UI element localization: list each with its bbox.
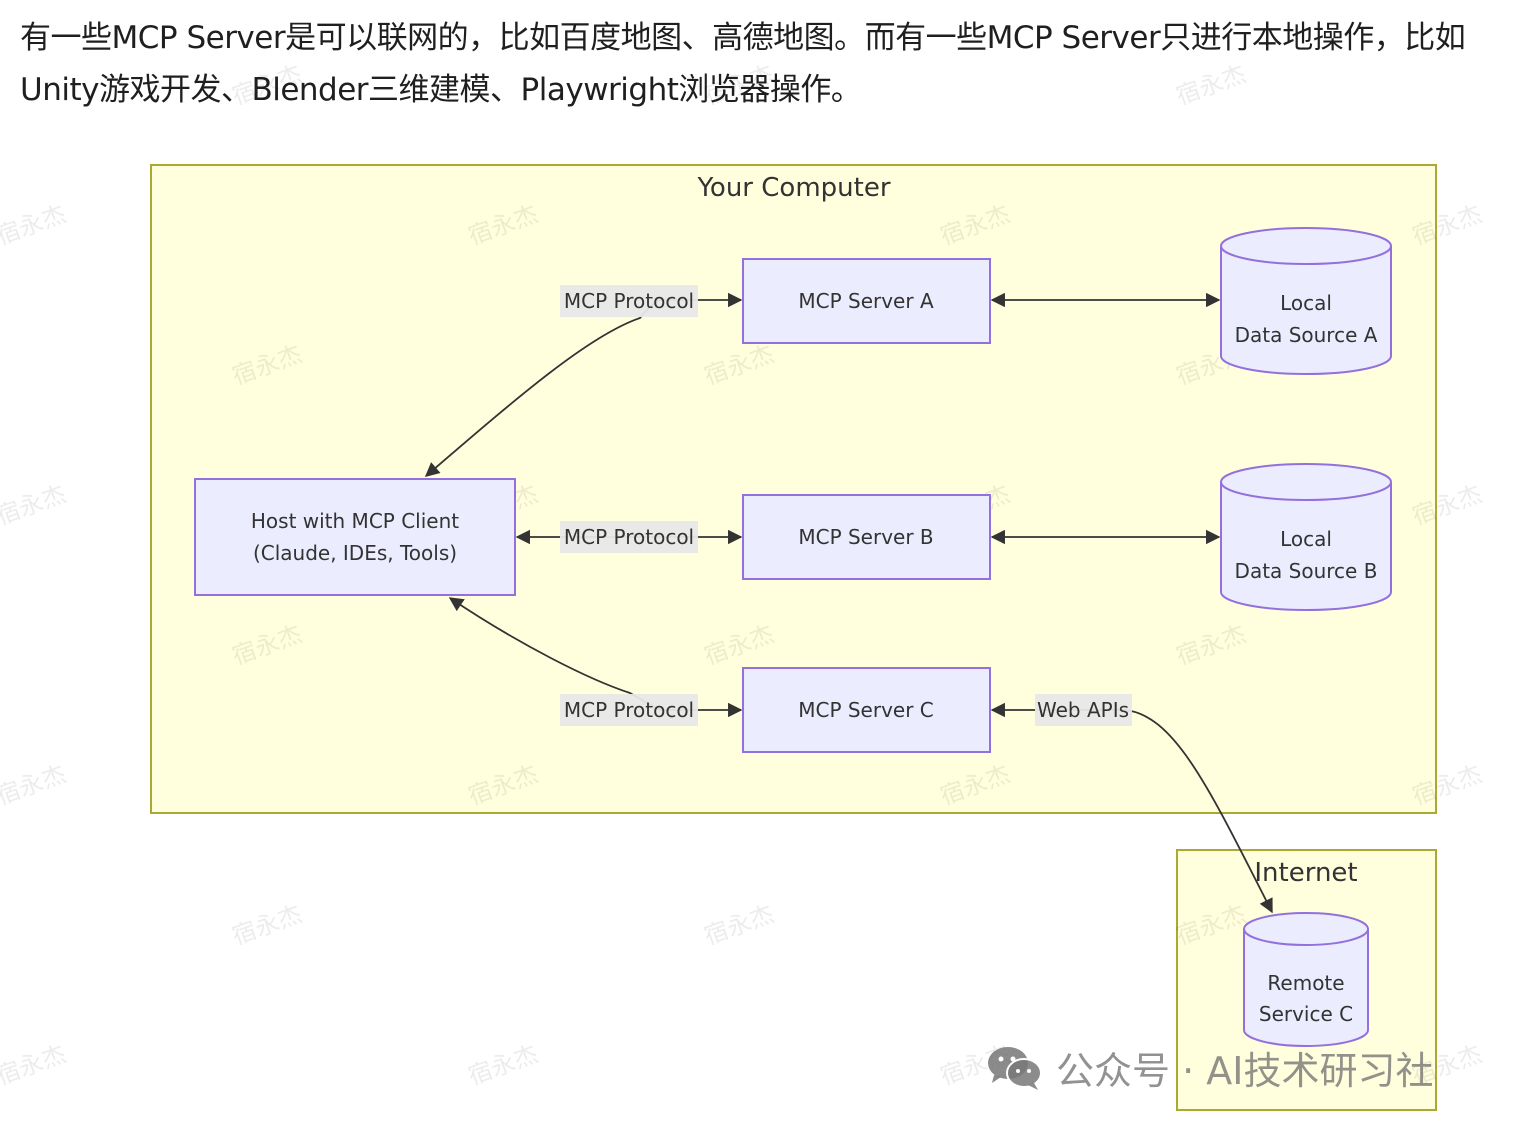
svg-text:MCP Server A: MCP Server A bbox=[798, 289, 934, 313]
watermark: 宿永杰 bbox=[228, 60, 305, 111]
node-server-a[interactable]: MCP Server A bbox=[742, 258, 991, 344]
svg-text:MCP Protocol: MCP Protocol bbox=[564, 698, 694, 722]
watermark: 宿永杰 bbox=[0, 480, 70, 531]
intro-line-1: 有一些MCP Server是可以联网的，比如百度地图、高德地图。而有一些MCP … bbox=[20, 20, 1466, 56]
svg-text:Remote: Remote bbox=[1267, 971, 1344, 995]
node-server-c[interactable]: MCP Server C bbox=[742, 667, 991, 753]
svg-text:Local: Local bbox=[1280, 291, 1332, 315]
edge-label-server-c-remote: Web APIs bbox=[1035, 694, 1132, 726]
svg-text:Data Source A: Data Source A bbox=[1235, 323, 1378, 347]
watermark: 宿永杰 bbox=[0, 200, 70, 251]
watermark: 宿永杰 bbox=[1172, 60, 1249, 111]
svg-text:MCP Protocol: MCP Protocol bbox=[564, 289, 694, 313]
footer-brand-text: 公众号 · AI技术研习社 bbox=[1056, 1049, 1434, 1093]
watermark: 宿永杰 bbox=[464, 1040, 541, 1091]
cluster-title-internet: Internet bbox=[1254, 858, 1357, 888]
cluster-title-your-computer: Your Computer bbox=[696, 173, 890, 203]
node-data-source-b[interactable]: Local Data Source B bbox=[1220, 463, 1392, 611]
node-server-b[interactable]: MCP Server B bbox=[742, 494, 991, 580]
svg-text:Service C: Service C bbox=[1259, 1002, 1353, 1026]
svg-text:Web APIs: Web APIs bbox=[1037, 698, 1129, 722]
node-data-source-a[interactable]: Local Data Source A bbox=[1220, 227, 1392, 375]
watermark: 宿永杰 bbox=[0, 1040, 70, 1091]
watermark: 宿永杰 bbox=[700, 900, 777, 951]
watermark: 宿永杰 bbox=[700, 60, 777, 111]
svg-text:Data Source B: Data Source B bbox=[1235, 559, 1378, 583]
edge-label-host-server-c: MCP Protocol bbox=[560, 694, 698, 726]
svg-text:(Claude, IDEs, Tools): (Claude, IDEs, Tools) bbox=[253, 541, 457, 565]
intro-paragraph: 有一些MCP Server是可以联网的，比如百度地图、高德地图。而有一些MCP … bbox=[20, 12, 1520, 116]
svg-text:Host with MCP Client: Host with MCP Client bbox=[251, 509, 459, 533]
node-host[interactable]: Host with MCP Client (Claude, IDEs, Tool… bbox=[194, 478, 516, 596]
wechat-icon bbox=[988, 1046, 1042, 1090]
svg-text:MCP Server B: MCP Server B bbox=[798, 525, 933, 549]
edge-server-c-remote-c bbox=[990, 702, 1273, 914]
footer-brand: 公众号 · AI技术研习社 bbox=[986, 1040, 1433, 1095]
watermark: 宿永杰 bbox=[228, 900, 305, 951]
svg-text:MCP Protocol: MCP Protocol bbox=[564, 525, 694, 549]
svg-text:MCP Server C: MCP Server C bbox=[798, 698, 934, 722]
node-remote-service-c[interactable]: Remote Service C bbox=[1243, 912, 1369, 1047]
watermark: 宿永杰 bbox=[0, 760, 70, 811]
svg-text:Local: Local bbox=[1280, 527, 1332, 551]
intro-line-2: Unity游戏开发、Blender三维建模、Playwright浏览器操作。 bbox=[20, 72, 862, 108]
edge-label-host-server-b: MCP Protocol bbox=[560, 521, 698, 553]
edge-label-host-server-a: MCP Protocol bbox=[560, 285, 698, 317]
